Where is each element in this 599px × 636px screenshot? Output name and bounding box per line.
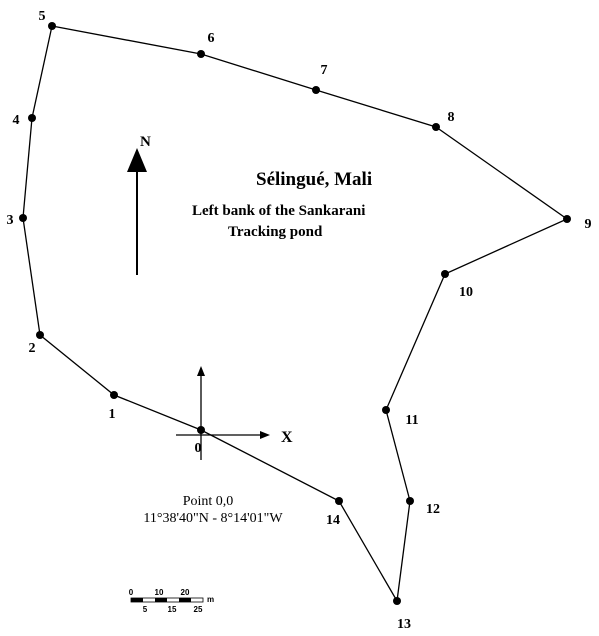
north-arrow: N <box>127 134 151 275</box>
map-subtitle-line1: Left bank of the Sankarani <box>192 203 365 219</box>
vertex-label-13: 13 <box>397 617 411 632</box>
vertex-dot-8 <box>432 123 440 131</box>
scale-segment <box>131 598 143 602</box>
vertex-dot-10 <box>441 270 449 278</box>
vertex-label-4: 4 <box>13 113 20 128</box>
vertex-dot-11 <box>382 406 390 414</box>
vertex-label-1: 1 <box>109 407 116 422</box>
map-subtitle-line2: Tracking pond <box>228 224 323 240</box>
scale-tick-5: 5 <box>143 605 148 614</box>
y-axis-arrowhead-icon <box>197 366 205 376</box>
scale-tick-20: 20 <box>181 588 190 597</box>
scale-tick-10: 10 <box>155 588 164 597</box>
vertex-label-3: 3 <box>7 213 14 228</box>
scale-segment <box>155 598 167 602</box>
vertex-dot-13 <box>393 597 401 605</box>
scale-tick-0: 0 <box>129 588 134 597</box>
vertex-dot-7 <box>312 86 320 94</box>
vertex-dot-4 <box>28 114 36 122</box>
origin-coordinates: 11°38'40"N - 8°14'01"W <box>143 511 283 526</box>
scale-tick-25: 25 <box>194 605 203 614</box>
vertex-dot-9 <box>563 215 571 223</box>
scale-bar: 0 10 20 5 15 25 m <box>129 588 214 614</box>
vertex-dot-3 <box>19 214 27 222</box>
scale-unit: m <box>207 595 214 604</box>
vertex-dot-2 <box>36 331 44 339</box>
vertex-label-7: 7 <box>321 63 328 78</box>
north-arrow-head-icon <box>127 148 147 172</box>
vertex-label-5: 5 <box>39 9 46 24</box>
vertex-label-14: 14 <box>326 513 340 528</box>
map-title: Sélingué, Mali <box>256 169 372 190</box>
pond-boundary <box>22 25 569 603</box>
vertex-dot-6 <box>197 50 205 58</box>
vertex-dot-1 <box>110 391 118 399</box>
vertex-label-8: 8 <box>448 110 455 125</box>
vertex-label-10: 10 <box>459 285 473 300</box>
vertex-label-12: 12 <box>426 502 440 517</box>
vertex-dot-14 <box>335 497 343 505</box>
vertex-label-11: 11 <box>405 413 418 428</box>
north-label: N <box>140 134 151 150</box>
origin-axes: X <box>176 366 293 460</box>
x-axis-arrowhead-icon <box>260 431 270 439</box>
scale-tick-15: 15 <box>168 605 177 614</box>
vertex-label-0: 0 <box>195 441 202 456</box>
origin-label: Point 0,0 <box>183 494 234 509</box>
vertex-dot-12 <box>406 497 414 505</box>
vertex-dot-5 <box>48 22 56 30</box>
scale-segment <box>179 598 191 602</box>
vertex-label-2: 2 <box>29 341 36 356</box>
vertex-label-6: 6 <box>208 31 215 46</box>
x-axis-label: X <box>281 429 293 446</box>
vertex-label-9: 9 <box>585 217 592 232</box>
